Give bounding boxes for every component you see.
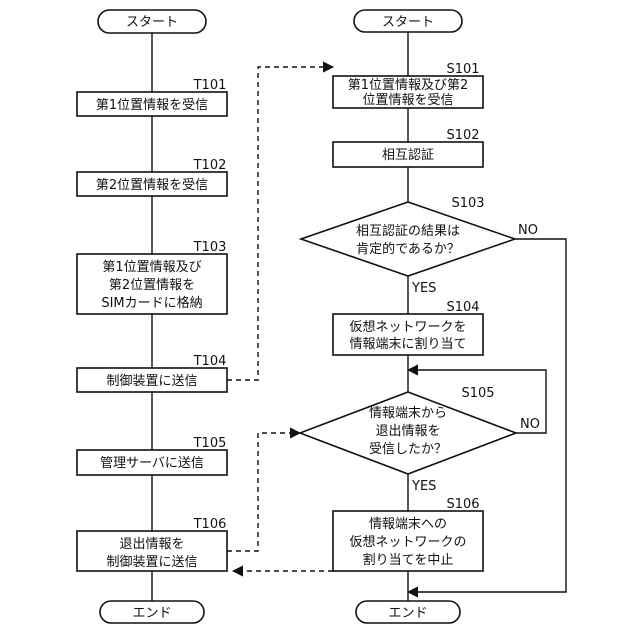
process-text-t102: 第2位置情報を受信 <box>96 178 208 193</box>
decision-text-s105-line2: 退出情報を <box>375 424 440 439</box>
decision-text-s105-line1: 情報端末から <box>369 406 447 421</box>
process-text-t105: 管理サーバに送信 <box>100 456 204 471</box>
step-label-t104: T104 <box>193 354 227 369</box>
process-text-s102: 相互認証 <box>382 147 434 163</box>
process-text-t103-line3: SIMカードに格納 <box>101 295 202 311</box>
process-text-s101-line1: 第1位置情報及び第2 <box>348 78 469 93</box>
process-text-t103-line2: 第2位置情報を <box>109 278 195 293</box>
process-text-s106-line2: 仮想ネットワークの <box>349 534 466 550</box>
left-end-label: エンド <box>132 606 171 621</box>
process-text-t103-line1: 第1位置情報及び <box>102 260 201 275</box>
branch-label-s103-yes: YES <box>411 281 436 296</box>
step-label-s101: S101 <box>446 62 479 77</box>
right-start-label: スタート <box>382 15 434 30</box>
decision-text-s103-line1: 相互認証の結果は <box>356 223 460 239</box>
t104-to-s101-dashed-arrow <box>227 67 333 380</box>
step-label-s103: S103 <box>451 196 484 211</box>
process-text-t101: 第1位置情報を受信 <box>96 98 208 113</box>
decision-text-s103-line2: 肯定的であるか？ <box>356 241 460 257</box>
step-label-t105: T105 <box>193 436 227 451</box>
decision-diamond-s103 <box>301 202 515 276</box>
branch-label-s105-yes: YES <box>411 479 436 494</box>
process-text-t104: 制御装置に送信 <box>106 374 197 389</box>
step-label-s105: S105 <box>461 386 494 401</box>
process-text-t106-line1: 退出情報を <box>119 537 184 552</box>
process-text-t106-line2: 制御装置に送信 <box>106 555 197 570</box>
branch-label-s103-no: NO <box>518 223 538 238</box>
step-label-t102: T102 <box>193 158 227 173</box>
branch-label-s105-no: NO <box>520 417 540 432</box>
left-flow: スタート T101 第1位置情報を受信 T102 第2位置情報を受信 T103 … <box>77 10 227 623</box>
step-label-t103: T103 <box>193 240 227 255</box>
process-text-s104-line1: 仮想ネットワークを <box>349 319 466 335</box>
process-text-s106-line1: 情報端末への <box>369 517 447 532</box>
left-start-label: スタート <box>126 15 178 30</box>
step-label-s106: S106 <box>446 497 479 512</box>
step-label-t106: T106 <box>193 517 227 532</box>
process-text-s106-line3: 割り当てを中止 <box>363 552 454 568</box>
decision-text-s105-line3: 受信したか？ <box>369 442 447 457</box>
process-text-s101-line2: 位置情報を受信 <box>362 93 453 108</box>
step-label-s104: S104 <box>446 300 479 315</box>
right-flow: スタート S101 第1位置情報及び第2 位置情報を受信 S102 相互認証 S… <box>300 10 540 623</box>
process-text-s104-line2: 情報端末に割り当て <box>349 336 466 352</box>
step-label-t101: T101 <box>193 78 227 93</box>
step-label-s102: S102 <box>446 128 479 143</box>
right-end-label: エンド <box>388 606 427 621</box>
t106-to-s105-dashed-arrow <box>227 433 300 551</box>
